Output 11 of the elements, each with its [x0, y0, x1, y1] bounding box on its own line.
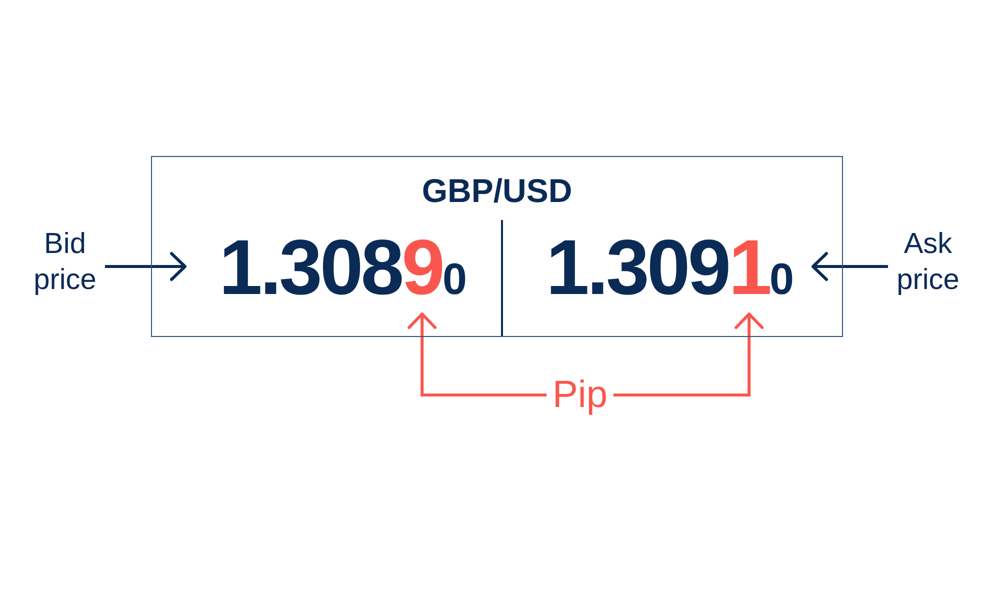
arrow — [105, 252, 186, 281]
quote-panel — [151, 156, 843, 337]
arrow — [812, 252, 888, 281]
currency-pair-heading: GBP/USD — [422, 174, 572, 207]
price-quote: 1.30910 — [527, 219, 813, 314]
callout-label: Ask price — [888, 226, 968, 298]
price-quote: 1.30890 — [185, 219, 501, 314]
callout-label: Pip — [546, 376, 614, 414]
arrow — [408, 312, 547, 396]
callout-label: Bid price — [25, 226, 105, 298]
arrow — [613, 312, 764, 396]
